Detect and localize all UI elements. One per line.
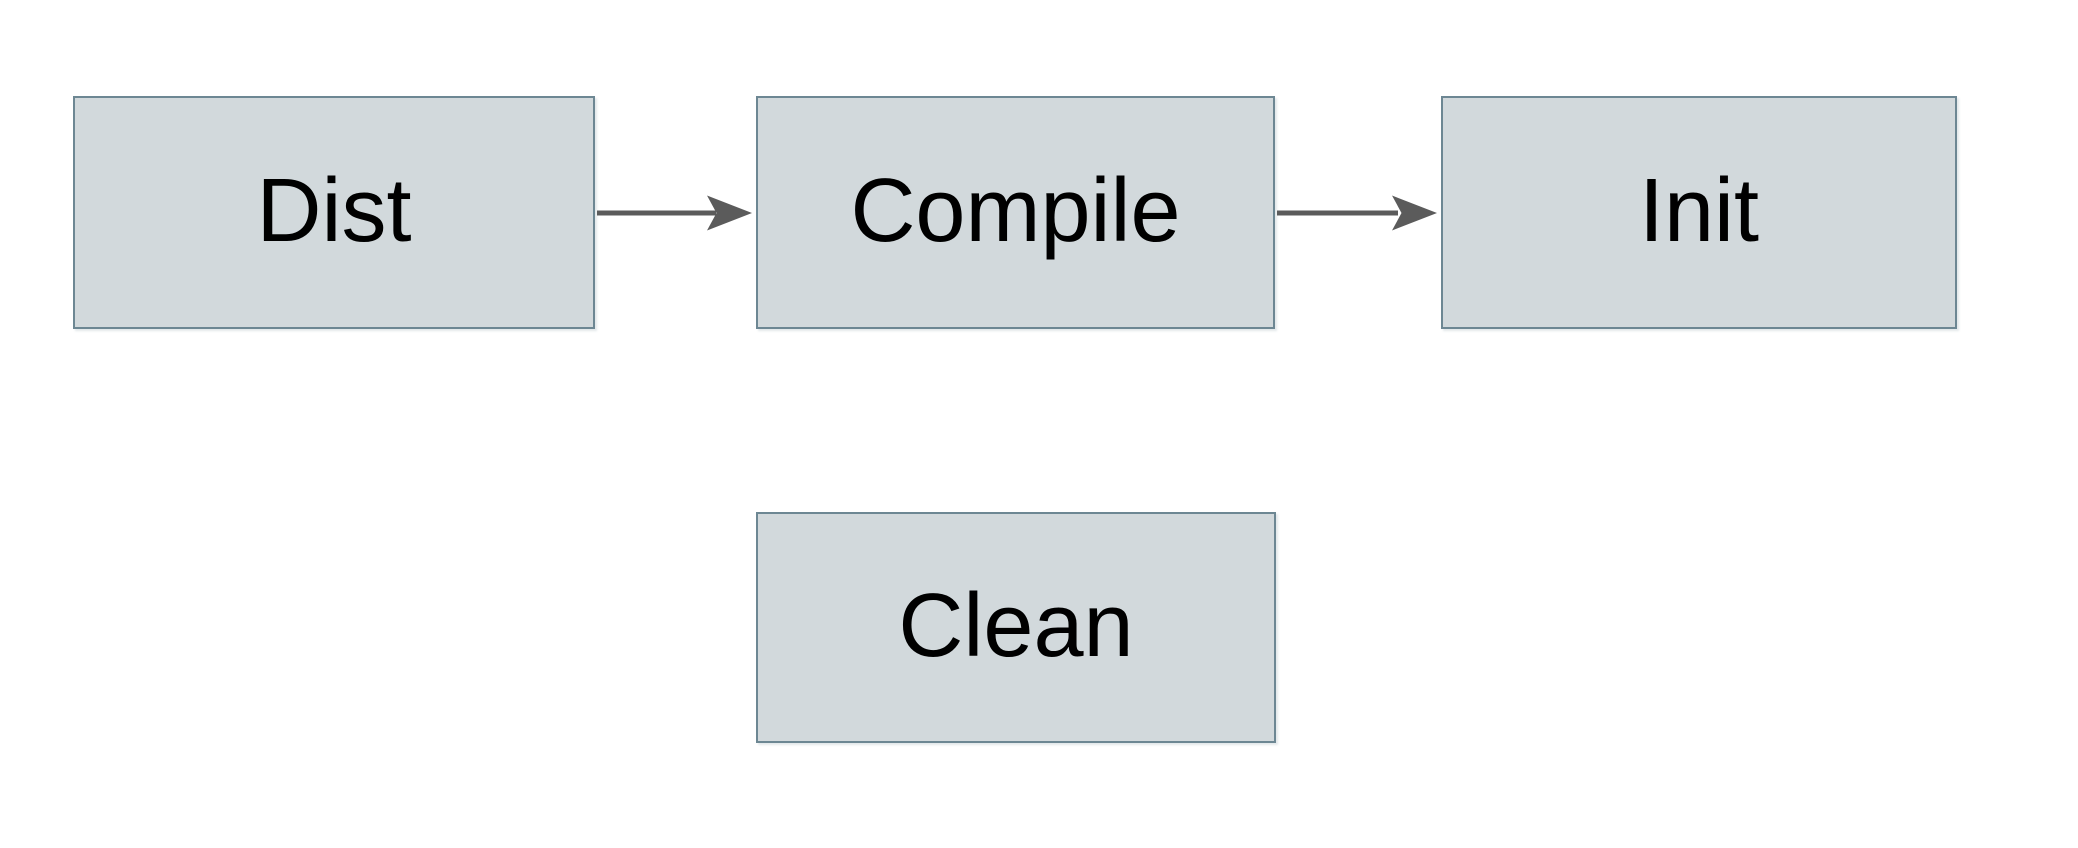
node-dist: Dist [73,96,595,329]
node-compile-label: Compile [850,160,1181,261]
node-compile: Compile [756,96,1275,329]
arrow-dist-to-compile-head [707,195,752,231]
node-clean: Clean [756,512,1276,743]
node-init-label: Init [1638,160,1760,261]
node-clean-label: Clean [898,575,1134,676]
arrow-dist-to-compile [597,195,752,231]
arrow-compile-to-init-head [1392,195,1437,231]
arrow-compile-to-init [1277,195,1437,231]
node-dist-label: Dist [256,160,412,261]
node-init: Init [1441,96,1957,329]
